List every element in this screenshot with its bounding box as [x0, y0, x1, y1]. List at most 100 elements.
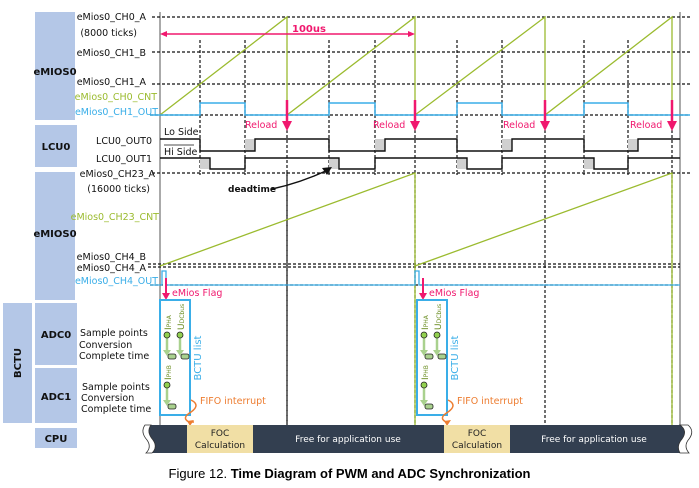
reload-arrowhead [667, 121, 677, 131]
conversion-arrowhead [163, 400, 171, 406]
signal-label: eMios0_CH23_CNT [71, 212, 160, 223]
channel-label: UDCbus [177, 304, 187, 330]
reload-label: Reload [373, 120, 405, 131]
svg-text:Conversion: Conversion [79, 340, 132, 351]
block-lcu0 [35, 125, 77, 167]
reload-label: Reload [630, 120, 662, 131]
complete-time-marker [437, 353, 447, 360]
svg-text:Complete time: Complete time [79, 351, 149, 362]
sample-point [420, 331, 428, 339]
reload-markers: Reload Reload Reload Reload [245, 100, 677, 131]
signal-label: eMios0_CH1_B [77, 48, 146, 59]
channel-label: IPHB [164, 365, 174, 380]
fifo-arrowhead [444, 420, 451, 426]
fifo-interrupt-arrow [441, 399, 454, 423]
conversion-arrowhead [420, 400, 428, 406]
block-label: ADC0 [41, 330, 71, 341]
reload-arrowhead [540, 121, 550, 131]
fifo-interrupt-label: FIFO interrupt [200, 396, 266, 407]
block-emios0-top [35, 12, 75, 120]
svg-text:FOC: FOC [468, 429, 487, 439]
deadtime-region [628, 139, 638, 151]
signal-label: eMios0_CH4_B [77, 252, 146, 263]
edge-lines [199, 40, 673, 425]
figure-caption: Figure 12. Time Diagram of PWM and ADC S… [168, 466, 531, 481]
complete-time-marker [167, 403, 177, 410]
signal-label: (16000 ticks) [87, 184, 150, 195]
fifo-interrupt-arrow [184, 399, 197, 423]
signal-label: (8000 ticks) [80, 28, 137, 39]
block-label: eMIOS0 [33, 67, 76, 78]
ch23-counter-ramp [159, 172, 673, 425]
bctu-list-label: BCTU list [193, 335, 204, 380]
reload-label: Reload [245, 120, 277, 131]
deadtime-region [584, 158, 594, 169]
hi-side-label: Hi Side [164, 147, 198, 158]
sample-point [163, 331, 171, 339]
sample-point [176, 331, 184, 339]
lcu-out0-wave [160, 138, 680, 152]
cpu-timeline: FOC Calculation FOC Calculation Free for… [142, 424, 693, 454]
block-adc1 [35, 368, 77, 423]
svg-text:Free for application use: Free for application use [541, 435, 647, 445]
block-label: LCU0 [42, 142, 71, 153]
block-label: CPU [45, 434, 68, 445]
channel-label: IPHA [164, 314, 174, 330]
signal-label: eMios0_CH1_A [77, 77, 147, 88]
deadtime-regions [200, 139, 638, 169]
foc-block [187, 425, 253, 453]
timing-diagram: eMIOS0 LCU0 eMIOS0 BCTU ADC0 ADC1 CPU eM… [3, 12, 693, 454]
adc0-labels: Sample points Conversion Complete time [79, 328, 149, 362]
signal-label: LCU0_OUT0 [96, 136, 152, 147]
block-label: BCTU [13, 348, 24, 378]
block-bctu [3, 303, 32, 423]
deadtime-region [329, 158, 339, 169]
complete-time-marker [424, 353, 434, 360]
lo-side-label: Lo Side [164, 127, 199, 138]
signal-label: LCU0_OUT1 [96, 154, 152, 165]
reload-arrowhead [410, 121, 420, 131]
signal-label: eMios0_CH0_CNT [75, 92, 158, 103]
period-label: 100us [292, 24, 326, 35]
lcu-out1-wave [160, 157, 680, 170]
channel-label: UDCbus [434, 304, 444, 330]
deadtime-arrow [271, 169, 329, 190]
conversion-arrowhead [176, 350, 184, 356]
adc1-labels: Sample points Conversion Complete time [81, 382, 151, 415]
signal-label: eMios0_CH0_A [77, 12, 147, 23]
fifo-arrowhead [187, 420, 194, 426]
block-label: eMIOS0 [33, 229, 76, 240]
reload-label: Reload [503, 120, 535, 131]
conversion-arrowhead [433, 350, 441, 356]
bctu-list-box [416, 299, 448, 416]
channel-label: IPHA [421, 314, 431, 330]
fifo-interrupt-label: FIFO interrupt [457, 396, 523, 407]
emios-flag-label: eMios Flag [172, 288, 222, 299]
svg-text:Sample points: Sample points [80, 328, 148, 339]
deadtime-region [457, 158, 467, 169]
svg-text:FOC: FOC [211, 429, 230, 439]
deadtime-region [502, 139, 512, 151]
deadtime-region [200, 158, 210, 169]
block-emios0-bottom [35, 172, 75, 300]
deadtime-label: deadtime [228, 185, 276, 195]
emios-flag-label: eMios Flag [429, 288, 479, 299]
block-label: ADC1 [41, 392, 71, 403]
conversion-arrowhead [420, 350, 428, 356]
block-adc0 [35, 303, 77, 365]
signal-label: eMios0_CH23_A [80, 169, 156, 180]
deadtime-region [245, 139, 255, 151]
complete-time-marker [180, 353, 190, 360]
sample-point [163, 381, 171, 389]
svg-text:Free for application use: Free for application use [295, 435, 401, 445]
sample-point [420, 381, 428, 389]
svg-text:Calculation: Calculation [195, 441, 245, 451]
deadtime-region [375, 139, 385, 151]
svg-text:Complete time: Complete time [81, 404, 151, 415]
svg-text:Calculation: Calculation [452, 441, 502, 451]
ch4-output-wave [150, 270, 680, 286]
signal-label: eMios0_CH4_OUT [75, 276, 158, 287]
reload-arrowhead [282, 121, 292, 131]
complete-time-marker [167, 353, 177, 360]
